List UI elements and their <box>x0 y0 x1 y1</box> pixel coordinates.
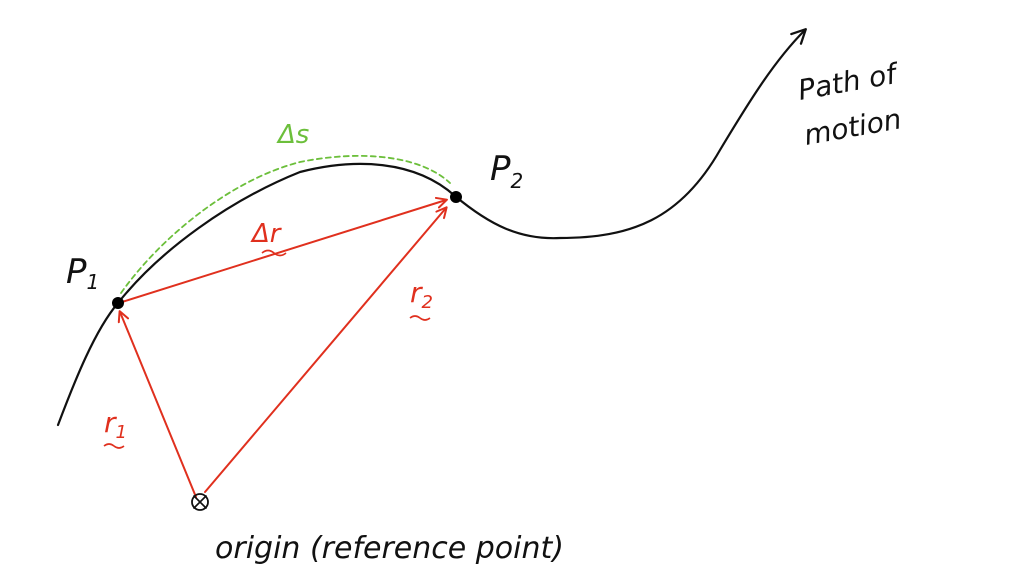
svg-text:r2: r2 <box>410 276 433 313</box>
label-r1: r1 <box>103 406 127 449</box>
path-of-motion-curve <box>56 28 807 427</box>
r1-vector-arrow <box>117 310 197 498</box>
label-origin: origin (reference point) <box>215 531 564 566</box>
svg-text:r1: r1 <box>104 406 127 443</box>
label-path-of-motion-line2: motion <box>801 102 903 152</box>
label-r2: r2 <box>409 276 433 321</box>
point-p2 <box>450 191 462 203</box>
arc-length-delta-s <box>120 155 451 294</box>
label-path-of-motion-line1: Path of <box>795 57 902 107</box>
r2-vector-arrow <box>204 206 448 493</box>
delta-r-vector-arrow <box>121 196 448 303</box>
label-p1: P1 <box>66 252 99 294</box>
svg-text:Δr: Δr <box>250 219 283 249</box>
point-p1 <box>112 297 124 309</box>
label-delta-s: Δs <box>276 120 309 150</box>
origin-symbol <box>191 493 209 511</box>
label-p2: P2 <box>490 149 523 193</box>
label-delta-r: Δr <box>250 219 287 257</box>
